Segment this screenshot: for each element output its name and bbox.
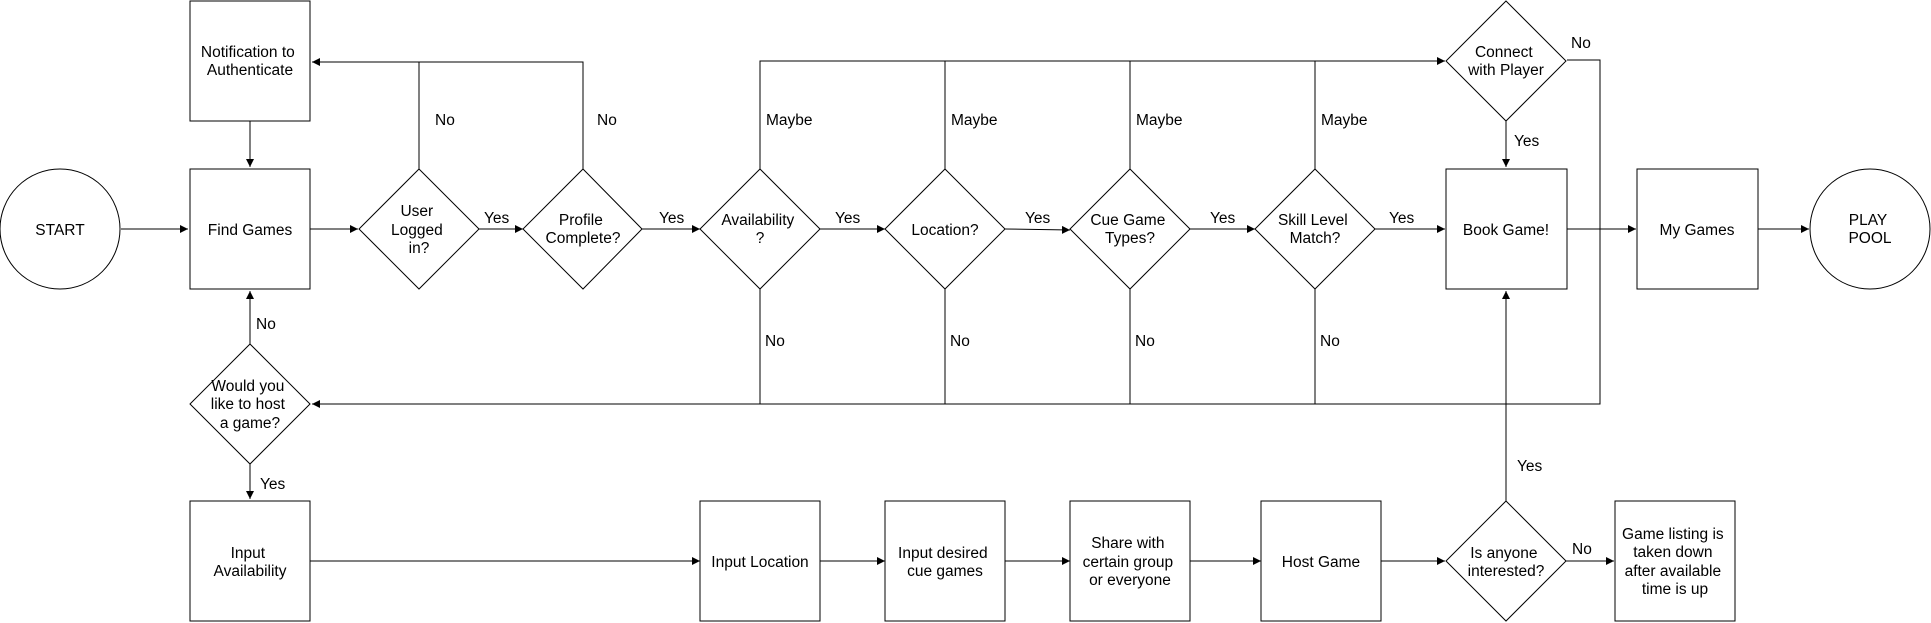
label-host-yes: Yes — [260, 476, 286, 493]
edge-connect-no — [312, 59, 1601, 408]
label-avail-no: No — [765, 333, 785, 350]
availability-label: Availability ? — [721, 212, 798, 247]
host-game-label: Host Game — [1282, 554, 1360, 571]
notify-node — [189, 0, 311, 122]
input-cue-node — [884, 500, 1006, 622]
edge-maybe-connect — [759, 57, 1445, 169]
label-cue-maybe: Maybe — [1136, 112, 1183, 129]
play-pool-node — [1809, 168, 1931, 290]
node-labels: START Notification to Authenticate Find … — [35, 44, 1892, 598]
label-cue-yes: Yes — [1210, 210, 1236, 227]
connect-player-label: Connect with Player — [1467, 44, 1544, 79]
label-logged-yes: Yes — [484, 210, 510, 227]
share-node — [1069, 500, 1191, 622]
profile-complete-label: Profile Complete? — [546, 212, 621, 247]
host-question-label: Would you like to host a game? — [211, 378, 289, 432]
edge-profile-notify — [312, 58, 584, 169]
host-game-node — [1260, 500, 1382, 622]
label-interested-no: No — [1572, 541, 1592, 558]
edges — [121, 57, 1809, 565]
label-avail-maybe: Maybe — [766, 112, 813, 129]
input-availability-label: Input Availability — [214, 545, 287, 580]
anyone-interested-node — [1445, 500, 1567, 622]
find-games-node — [189, 168, 311, 290]
label-profile-no: No — [597, 112, 617, 129]
label-connect-no: No — [1571, 35, 1591, 52]
skill-level-label: Skill Level Match? — [1278, 212, 1352, 247]
find-games-label: Find Games — [208, 222, 293, 239]
user-logged-in-label: User Logged in? — [391, 203, 447, 257]
label-avail-yes: Yes — [835, 210, 861, 227]
skill-level-node — [1254, 168, 1376, 290]
host-game-question-node — [189, 343, 311, 465]
anyone-interested-label: Is anyone interested? — [1468, 545, 1545, 580]
label-location-no: No — [950, 333, 970, 350]
label-skill-maybe: Maybe — [1321, 112, 1368, 129]
availability-node — [699, 168, 821, 290]
book-game-node — [1445, 168, 1568, 290]
input-location-node — [699, 500, 821, 622]
listing-taken-down-label: Game listing is taken down after availab… — [1622, 526, 1728, 598]
label-interested-yes: Yes — [1517, 458, 1543, 475]
start-label: START — [35, 222, 85, 239]
cue-game-types-node — [1069, 168, 1191, 290]
label-skill-no: No — [1320, 333, 1340, 350]
play-pool-label: PLAY POOL — [1848, 212, 1891, 247]
location-label: Location? — [911, 222, 979, 239]
label-logged-no: No — [435, 112, 455, 129]
cue-game-types-label: Cue Game Types? — [1090, 212, 1169, 247]
edge-location-cue — [1004, 225, 1071, 234]
profile-complete-node — [522, 168, 643, 290]
label-location-maybe: Maybe — [951, 112, 998, 129]
share-label: Share with certain group or everyone — [1083, 535, 1178, 589]
book-game-label: Book Game! — [1463, 222, 1549, 239]
edge-labels: Yes Yes Yes Yes Yes Yes Yes Yes Yes No N… — [256, 35, 1592, 558]
notify-label: Notification to Authenticate — [201, 44, 299, 79]
label-cue-no: No — [1135, 333, 1155, 350]
input-location-label: Input Location — [711, 554, 808, 571]
location-node — [884, 168, 1006, 290]
start-node — [0, 168, 121, 290]
connect-player-node — [1445, 0, 1567, 122]
label-skill-yes: Yes — [1389, 210, 1415, 227]
label-profile-yes: Yes — [659, 210, 685, 227]
label-location-yes: Yes — [1025, 210, 1051, 227]
input-availability-node — [189, 500, 311, 622]
my-games-node — [1636, 168, 1759, 290]
my-games-label: My Games — [1660, 222, 1735, 239]
label-host-no: No — [256, 316, 276, 333]
listing-taken-down-node — [1614, 500, 1736, 622]
input-cue-label: Input desired cue games — [898, 545, 992, 580]
user-logged-in-node — [358, 168, 480, 290]
label-connect-yes: Yes — [1514, 133, 1540, 150]
